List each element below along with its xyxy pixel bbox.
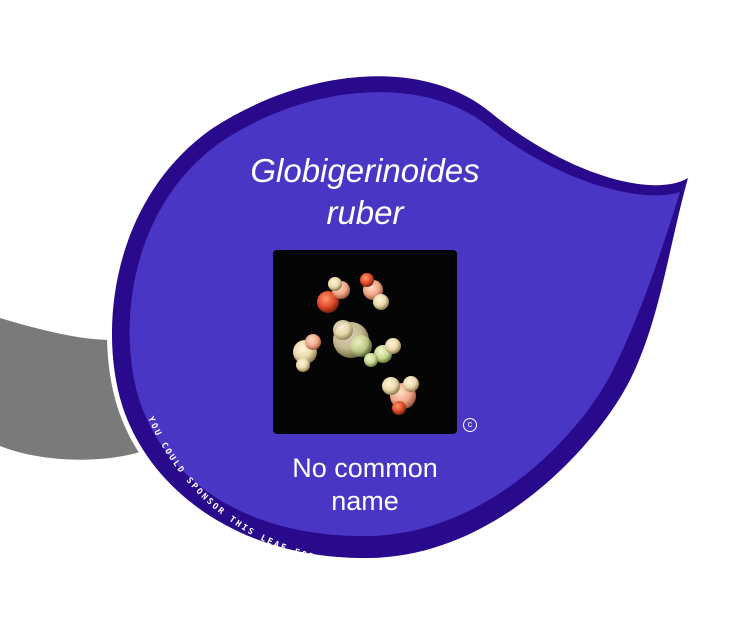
common-name: No common name [240, 452, 490, 518]
scientific-name[interactable]: Globigerinoides ruber [210, 150, 520, 234]
scientific-name-genus: Globigerinoides [250, 152, 480, 189]
common-name-line1: No common [292, 453, 438, 483]
branch-stem [0, 318, 140, 460]
foraminifera-image [293, 273, 419, 415]
species-photo[interactable] [273, 250, 457, 434]
scientific-name-species: ruber [326, 194, 404, 231]
copyright-icon[interactable]: c [463, 418, 477, 432]
common-name-line2: name [331, 486, 399, 516]
